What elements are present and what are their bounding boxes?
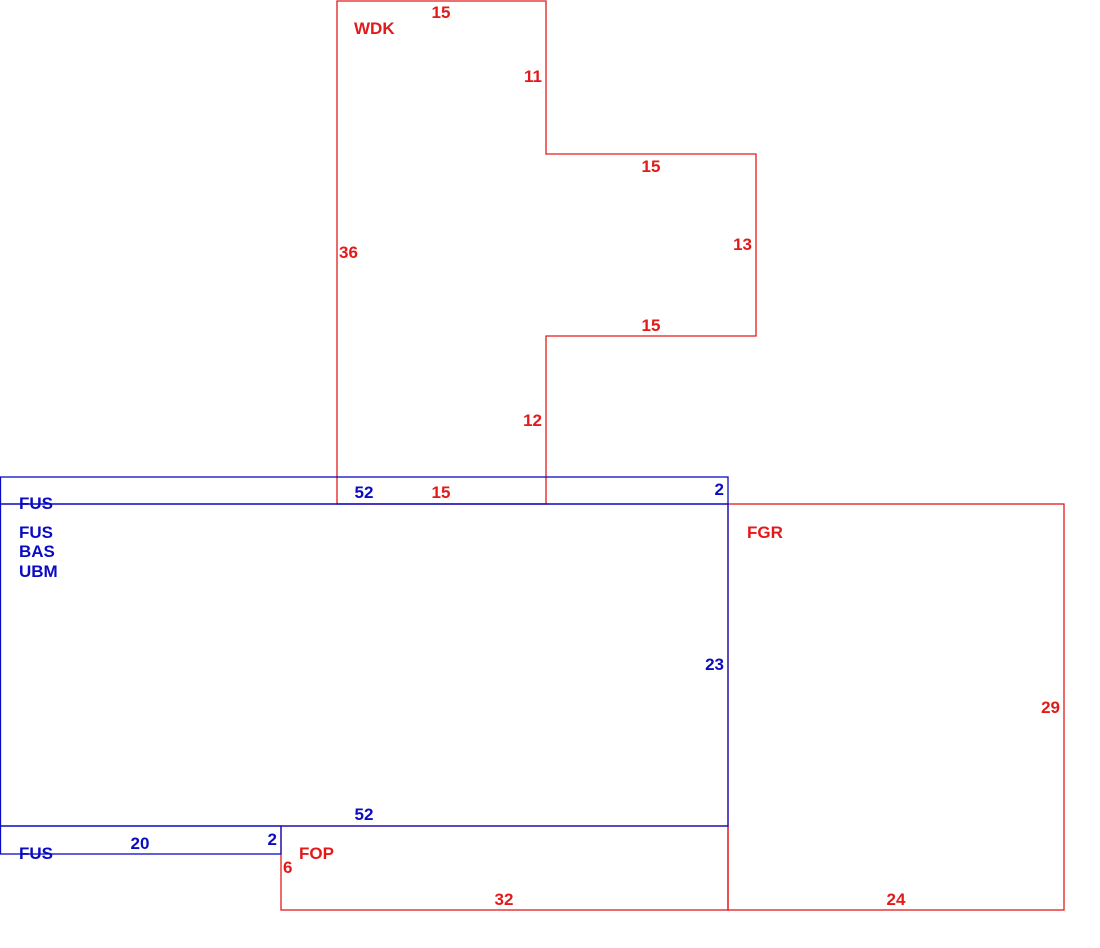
main-outline (0, 503, 729, 827)
fgr-code: FGR (747, 523, 783, 542)
fus-strip-top-code: FUS (19, 494, 53, 513)
fgr-outline (727, 503, 1065, 911)
wdk-dim-right-outer: 13 (733, 235, 752, 254)
wdk-dim-step-bottom: 15 (642, 316, 661, 335)
fus-strip-bottom-outline (0, 825, 282, 855)
main-dim-bottom: 52 (355, 805, 374, 824)
fop-code: FOP (299, 844, 334, 863)
fus-strip-bottom-dim-right: 2 (268, 830, 277, 849)
wdk-dim-top: 15 (432, 3, 451, 22)
fus-strip-top-outline (0, 476, 729, 505)
wdk-dim-step-top: 15 (642, 157, 661, 176)
fus-strip-bottom-code: FUS (19, 844, 53, 863)
fus-strip-top-dim-top: 52 (355, 483, 374, 502)
wdk-code: WDK (354, 19, 395, 38)
fgr-dim-right: 29 (1041, 698, 1060, 717)
main-code-bas: BAS (19, 542, 55, 561)
fop-dim-left: 6 (283, 858, 292, 877)
fus-strip-top-dim-right: 2 (715, 480, 724, 499)
fop-dim-bottom: 32 (495, 890, 514, 909)
main-code-ubm: UBM (19, 562, 58, 581)
fgr-dim-bottom: 24 (887, 890, 906, 909)
wdk-outline (336, 0, 757, 505)
wdk-dim-left: 36 (339, 243, 358, 262)
wdk-dim-right-lower: 12 (523, 411, 542, 430)
fus-strip-bottom-dim-top: 20 (131, 834, 150, 853)
wdk-dim-bottom: 15 (432, 483, 451, 502)
main-dim-right: 23 (705, 655, 724, 674)
wdk-dim-right-upper: 11 (524, 67, 542, 86)
main-code-fus: FUS (19, 523, 53, 542)
